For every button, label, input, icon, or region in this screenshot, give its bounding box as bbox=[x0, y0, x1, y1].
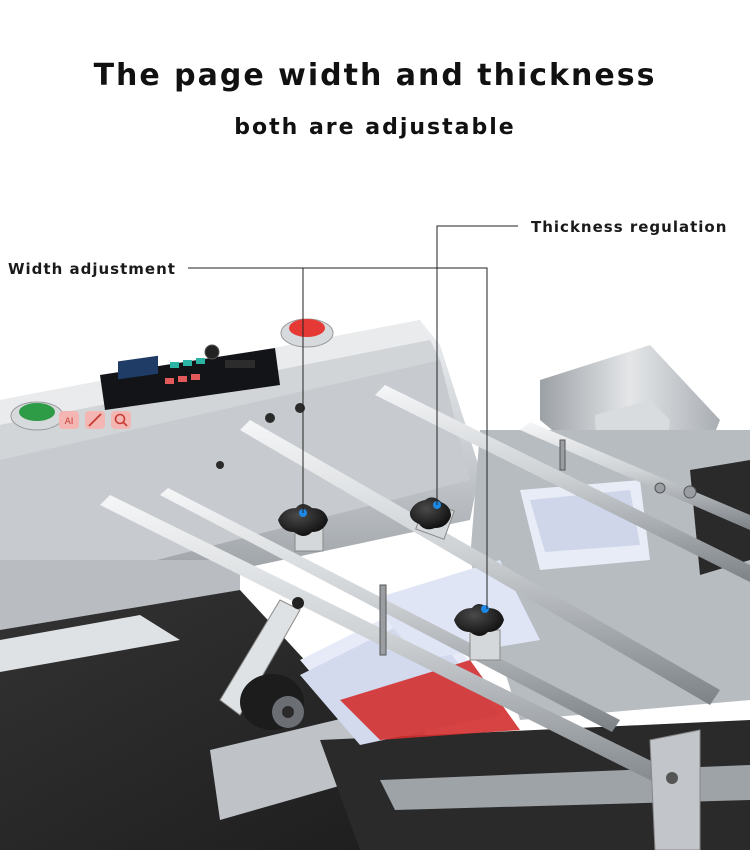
thickness-knob-2-icon bbox=[454, 604, 504, 661]
thickness-regulation-label: Thickness regulation bbox=[531, 218, 728, 236]
width-adjustment-label: Width adjustment bbox=[8, 260, 176, 278]
start-button bbox=[10, 401, 64, 431]
roller-bracket bbox=[219, 597, 304, 730]
stop-button bbox=[280, 318, 334, 348]
side-plate bbox=[649, 729, 701, 850]
thickness-callout-line bbox=[436, 225, 518, 505]
page-title: The page width and thickness bbox=[93, 58, 657, 93]
thickness-knob-icon bbox=[409, 497, 455, 540]
width-callout-line bbox=[188, 267, 488, 609]
guide-rods bbox=[100, 385, 750, 800]
svg-text:AI: AI bbox=[65, 417, 74, 427]
page-subtitle: both are adjustable bbox=[234, 115, 516, 140]
control-panel bbox=[100, 344, 280, 410]
bolts bbox=[379, 439, 697, 656]
ai-icon: AI bbox=[59, 411, 79, 429]
magic-wand-icon bbox=[85, 411, 105, 429]
search-icon bbox=[111, 411, 131, 429]
width-knob-icon bbox=[278, 504, 328, 552]
paper-feeder bbox=[470, 345, 750, 720]
